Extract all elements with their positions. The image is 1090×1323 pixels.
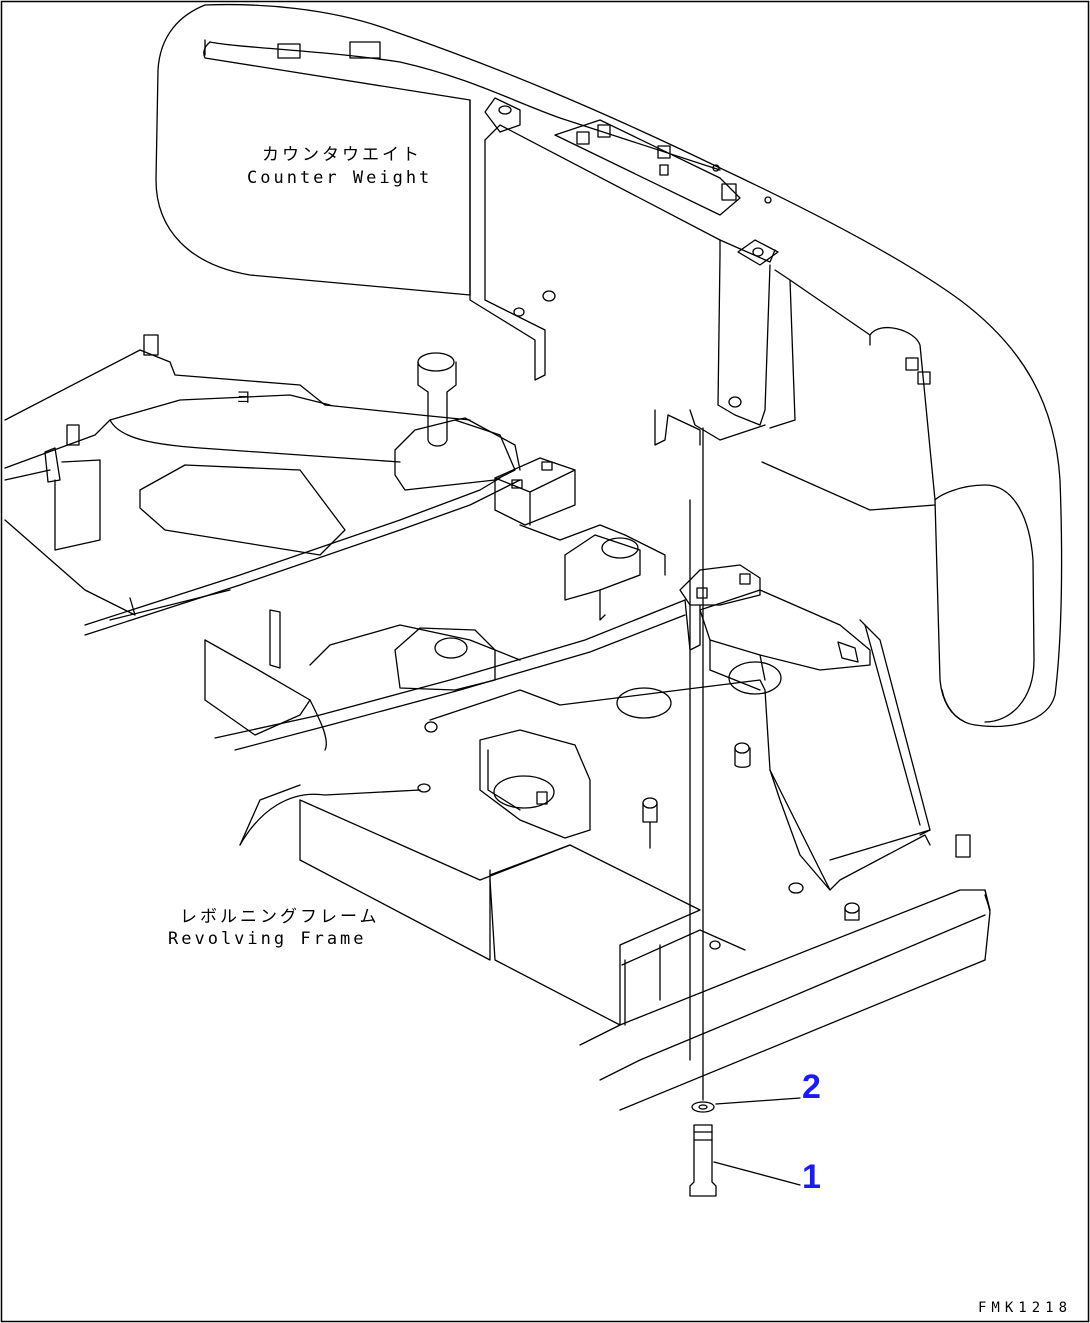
callout-1: 1	[802, 1158, 821, 1196]
counterweight-shape	[155, 3, 1063, 728]
figure-code: FMK1218	[978, 1300, 1073, 1316]
revolving-frame-shape	[4, 334, 991, 1111]
callout-2: 2	[802, 1068, 821, 1106]
leader-line-2	[715, 1097, 801, 1105]
bolt-part-1	[689, 1124, 717, 1197]
counterweight-label-en: Counter Weight	[247, 168, 433, 188]
frame-mark-label: ヨ	[236, 388, 255, 406]
revolving-frame-label-en: Revolving Frame	[168, 929, 367, 949]
washer-part-2	[691, 1101, 715, 1113]
counterweight-label-jp: カウンタウエイト	[262, 145, 422, 165]
leader-line-1	[713, 1161, 801, 1186]
revolving-frame-label-jp: レボルニングフレーム	[180, 907, 380, 927]
bolt-assembly	[689, 427, 801, 1197]
